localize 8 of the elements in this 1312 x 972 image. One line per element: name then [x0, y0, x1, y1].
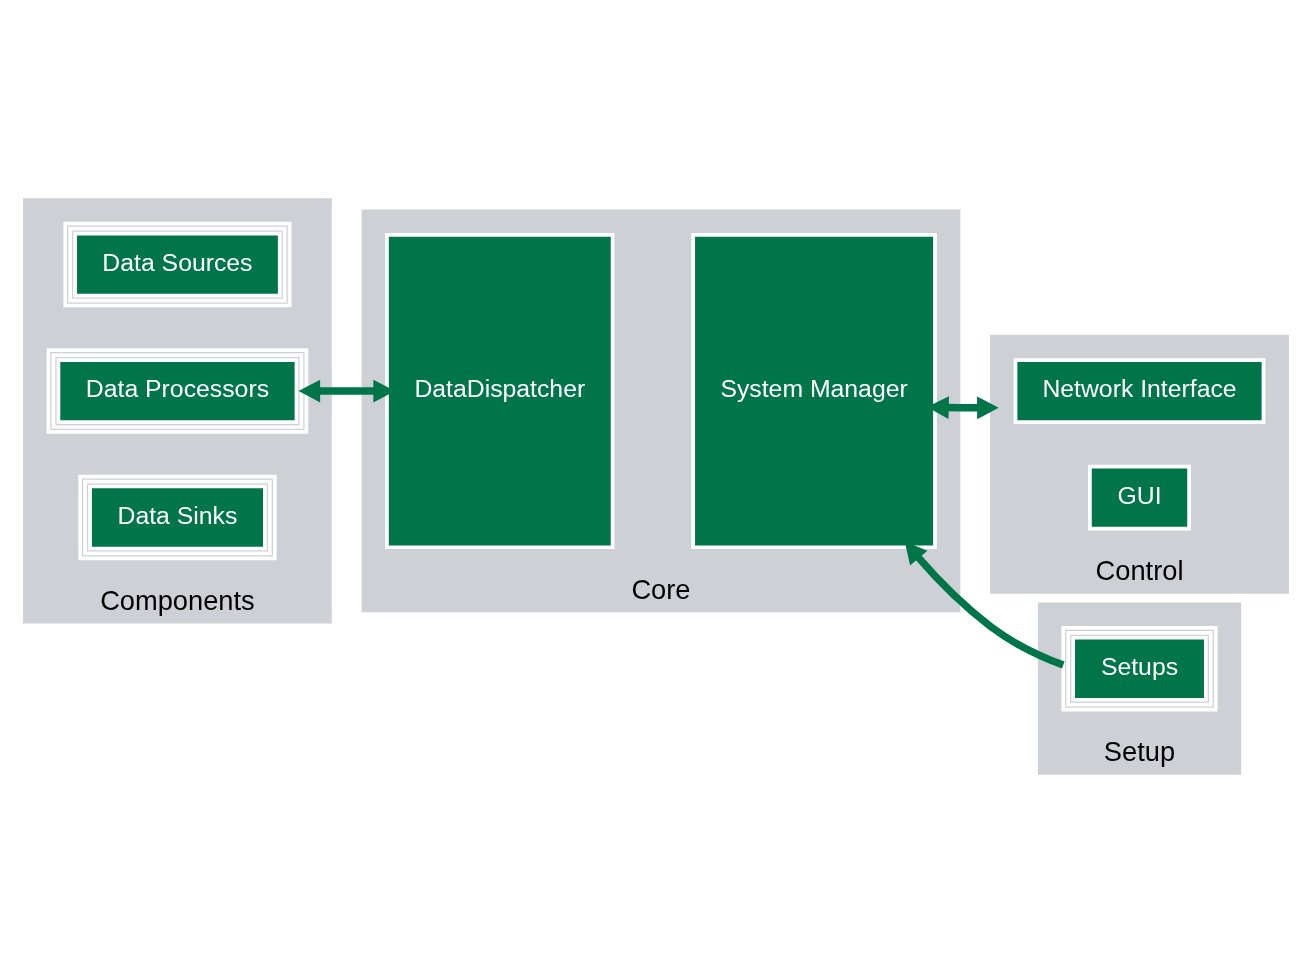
node-box: Network Interface: [1013, 357, 1266, 424]
node-box: Data Sources: [63, 221, 292, 307]
node-box: System Manager: [691, 232, 937, 549]
node-box: GUI: [1088, 464, 1191, 530]
node-box: DataDispatcher: [385, 232, 615, 549]
node-box: Data Processors: [46, 347, 309, 434]
node-box: Data Sinks: [78, 474, 277, 560]
node-box: Setups: [1061, 625, 1218, 711]
